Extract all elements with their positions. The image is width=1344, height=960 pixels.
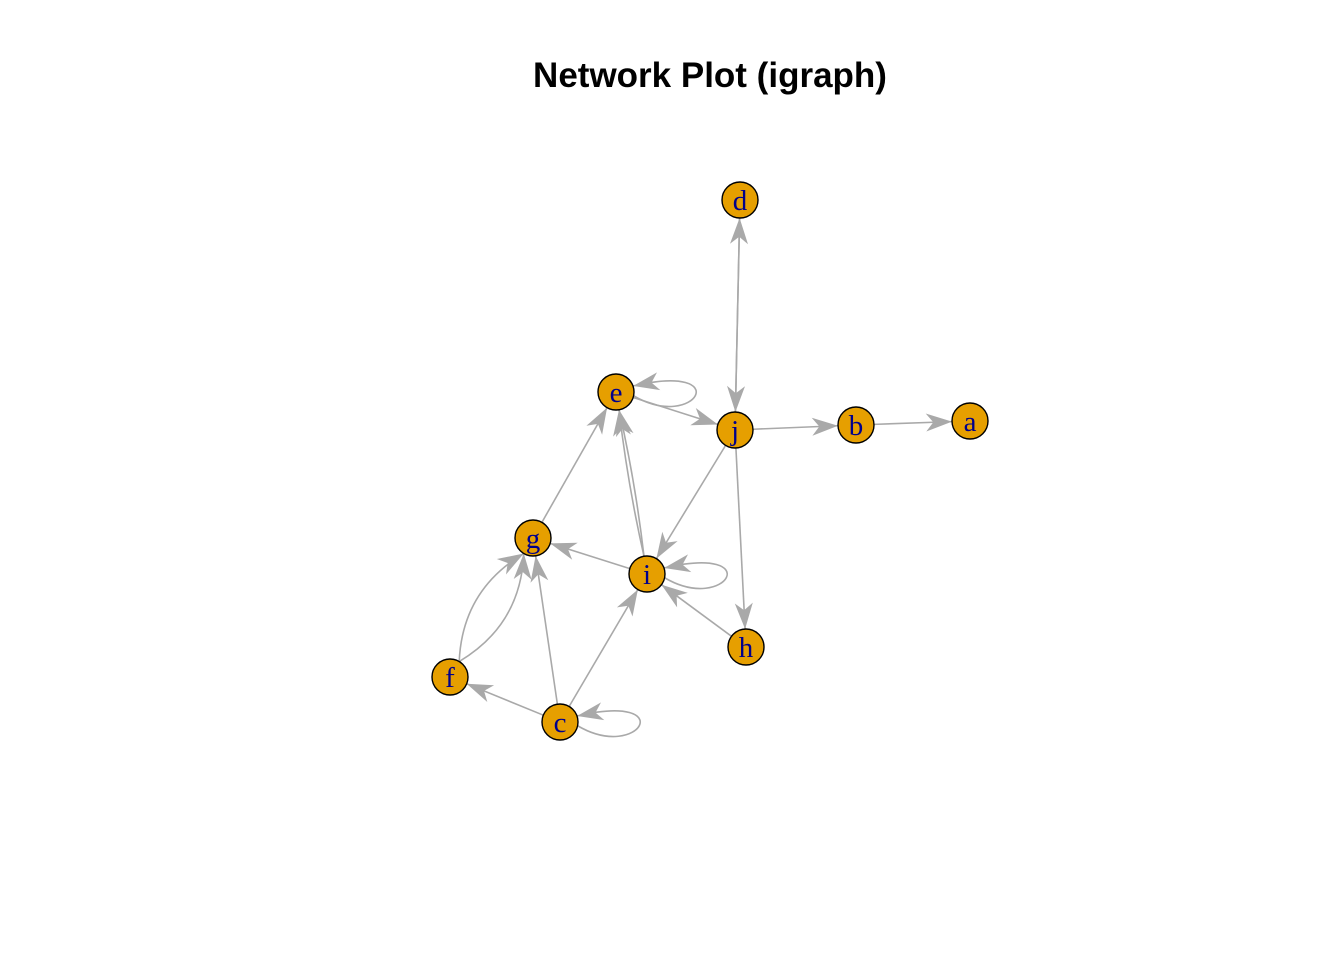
node-b-label: b — [849, 410, 864, 442]
edge-d-j-1 — [727, 217, 745, 413]
node-i-label: i — [643, 559, 651, 591]
nodes-layer: a b c d e f g h i j — [431, 181, 989, 741]
edge-j-h-10-arrowhead — [734, 602, 753, 629]
plot-title: Network Plot (igraph) — [533, 56, 887, 95]
edge-c-i-17 — [568, 589, 639, 707]
node-a-circle — [951, 402, 989, 440]
edges-layer — [458, 217, 953, 738]
node-j-circle — [716, 411, 754, 449]
node-c: c — [541, 703, 579, 741]
edge-i-g-11 — [549, 542, 631, 570]
edge-c-f-18 — [466, 683, 544, 716]
edge-j-i-9 — [655, 444, 727, 560]
edge-g-e-6-arrowhead — [586, 407, 608, 435]
edge-c-i-17-arrowhead — [616, 589, 638, 617]
edge-e-j-3 — [632, 396, 719, 426]
edge-f-g-14-line — [458, 553, 525, 663]
edge-i-e-8-arrowhead — [613, 409, 631, 437]
node-h: h — [727, 628, 765, 666]
node-e-circle — [597, 373, 635, 411]
node-g-circle — [514, 519, 552, 557]
node-f: f — [431, 658, 469, 696]
node-e: e — [597, 373, 635, 411]
node-h-label: h — [739, 632, 754, 664]
edge-j-h-10-line — [735, 447, 746, 630]
node-d: d — [721, 181, 759, 219]
edge-c-g-16-line — [534, 555, 559, 705]
edge-e-e-2 — [632, 372, 697, 408]
edge-f-g-15-line — [458, 552, 525, 662]
node-a: a — [951, 402, 989, 440]
edge-j-b-4 — [752, 417, 839, 436]
edge-b-a-5-arrowhead — [925, 413, 952, 432]
edge-c-g-16 — [530, 555, 559, 705]
edge-h-i-13 — [661, 584, 732, 637]
edge-c-c-19-line — [576, 710, 641, 738]
node-j: j — [716, 411, 754, 449]
node-b-circle — [837, 406, 875, 444]
edge-f-g-14 — [458, 553, 532, 663]
node-i: i — [628, 555, 666, 593]
edge-h-i-13-arrowhead — [661, 584, 688, 608]
node-f-label: f — [445, 662, 455, 694]
edge-c-c-19 — [576, 702, 641, 738]
edge-d-j-1-arrowhead — [727, 385, 745, 412]
edge-f-g-15-arrowhead — [496, 553, 524, 575]
edge-e-e-2-arrowhead — [633, 372, 661, 391]
edge-d-j-1-line — [734, 217, 741, 413]
edge-g-e-6-line — [541, 407, 608, 523]
node-a-label: a — [964, 406, 977, 438]
edge-i-g-11-arrowhead — [550, 542, 578, 560]
edge-b-a-5 — [873, 413, 953, 432]
edge-f-g-14-arrowhead — [513, 553, 532, 580]
edge-c-g-16-arrowhead — [530, 555, 549, 583]
node-b: b — [837, 406, 875, 444]
edge-e-j-3-arrowhead — [690, 408, 718, 426]
edge-j-h-10 — [734, 447, 753, 630]
edge-c-i-17-line — [568, 589, 639, 707]
edge-j-b-4-arrowhead — [811, 417, 838, 436]
node-j-label: j — [730, 415, 739, 447]
node-h-circle — [727, 628, 765, 666]
node-f-circle — [431, 658, 469, 696]
node-d-circle — [721, 181, 759, 219]
edge-i-i-12 — [663, 554, 728, 590]
edge-c-c-19-arrowhead — [577, 702, 605, 721]
node-c-circle — [541, 703, 579, 741]
edge-i-e-8 — [613, 409, 645, 557]
node-e-label: e — [610, 377, 623, 409]
node-c-label: c — [554, 707, 567, 739]
node-g: g — [514, 519, 552, 557]
node-i-circle — [628, 555, 666, 593]
node-d-label: d — [733, 185, 748, 217]
edge-f-g-15 — [458, 552, 525, 662]
edge-g-e-6 — [541, 407, 608, 523]
edge-j-i-9-line — [655, 444, 727, 560]
edge-i-i-12-line — [663, 562, 728, 590]
node-g-label: g — [526, 523, 541, 555]
edge-c-f-18-arrowhead — [466, 683, 495, 702]
edge-i-i-12-arrowhead — [664, 554, 692, 573]
edge-j-i-9-arrowhead — [656, 531, 678, 559]
